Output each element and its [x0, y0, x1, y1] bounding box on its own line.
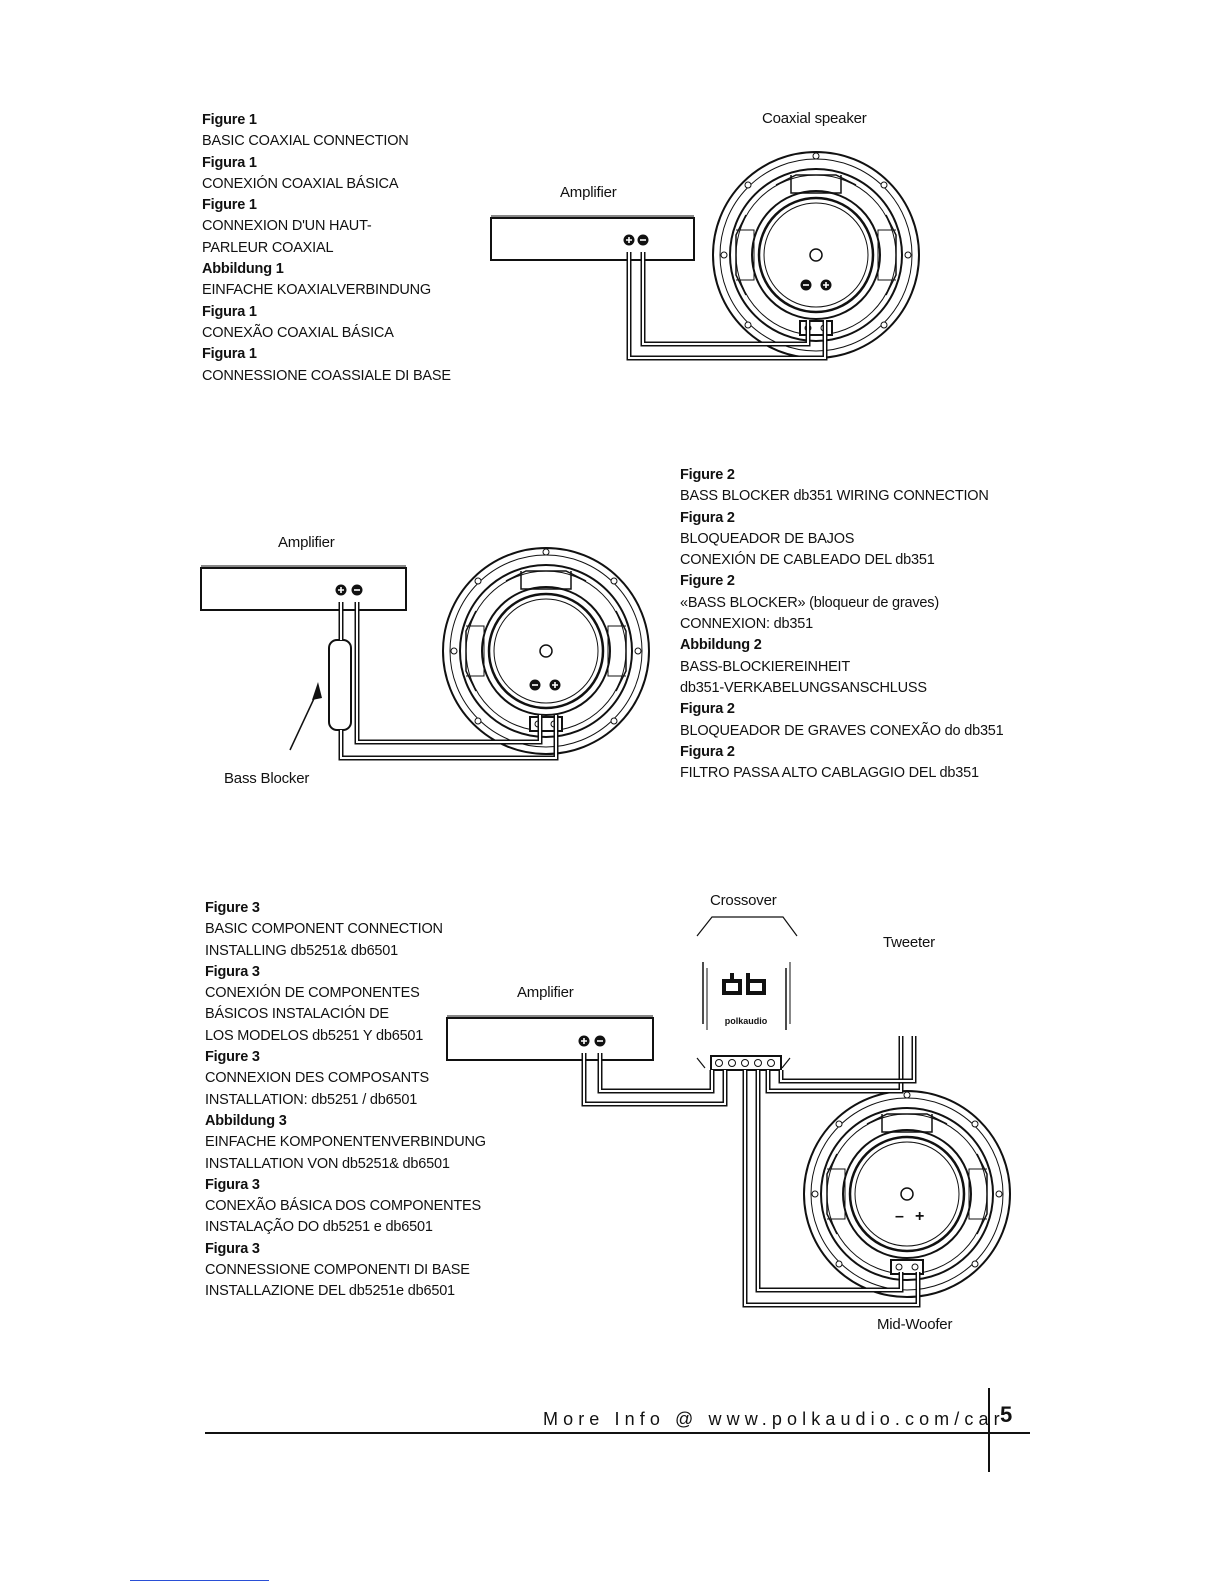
caption-line: CONNEXION: db351 — [680, 616, 813, 633]
caption-line: CONNESSIONE COMPONENTI DI BASE — [205, 1262, 470, 1279]
caption-line: LOS MODELOS db5251 Y db6501 — [205, 1027, 424, 1044]
caption-heading: Figura 3 — [205, 963, 260, 980]
caption-line: INSTALLING db5251& db6501 — [205, 942, 399, 959]
caption-heading: Figure 1 — [202, 197, 257, 214]
caption-line: CONEXÃO COAXIAL BÁSICA — [202, 324, 394, 341]
fig3-amplifier-label: Amplifier — [517, 984, 574, 1001]
caption-line: CONNEXION DES COMPOSANTS — [205, 1070, 430, 1087]
footer-vertical-rule — [988, 1388, 990, 1472]
footer-rule — [205, 1432, 1030, 1434]
caption-heading: Figura 2 — [680, 743, 735, 760]
caption-line: CONNESSIONE COASSIALE DI BASE — [202, 367, 451, 384]
caption-line: BASS-BLOCKIEREINHEIT — [680, 658, 851, 675]
caption-heading: Abbildung 3 — [205, 1112, 287, 1129]
caption-line: BÁSICOS INSTALACIÓN DE — [205, 1006, 389, 1023]
caption-heading: Figure 3 — [205, 900, 260, 916]
fig3-midwoofer-speaker — [802, 1089, 1012, 1299]
fig3-amplifier-box — [446, 1017, 654, 1061]
svg-text:+: + — [915, 1208, 924, 1225]
caption-heading: Figure 3 — [205, 1049, 260, 1066]
caption-line: EINFACHE KOAXIALVERBINDUNG — [202, 282, 432, 299]
fig2-amplifier-box — [200, 567, 407, 611]
svg-text:polkaudio: polkaudio — [725, 1016, 768, 1026]
caption-heading: Abbildung 2 — [680, 637, 762, 654]
footer-url-text: More Info @ www.polkaudio.com/car — [543, 1409, 1005, 1429]
fig1-amplifier-label: Amplifier — [560, 184, 617, 201]
bass-blocker-component — [328, 639, 352, 731]
caption-line: CONEXIÓN COAXIAL BÁSICA — [202, 175, 399, 192]
caption-line: CONNEXION D'UN HAUT- — [202, 218, 372, 235]
caption-line: FILTRO PASSA ALTO CABLAGGIO DEL db351 — [680, 765, 979, 782]
caption-heading: Figura 3 — [205, 1176, 260, 1193]
caption-heading: Figura 3 — [205, 1240, 260, 1257]
caption-line: INSTALLATION VON db5251& db6501 — [205, 1155, 450, 1172]
figure1-diagram — [490, 150, 921, 361]
selection-underline — [130, 1580, 269, 1581]
figure2-captions: Figure 2 BASS BLOCKER db351 WIRING CONNEC… — [680, 465, 1004, 784]
fig1-coaxial-speaker — [711, 150, 921, 360]
caption-line: BLOQUEADOR DE GRAVES CONEXÃO do db351 — [680, 722, 1004, 739]
figure3-captions: Figure 3 BASIC COMPONENT CONNECTION INSTAL… — [205, 898, 486, 1303]
caption-heading: Figura 1 — [202, 346, 257, 363]
caption-heading: Figure 2 — [680, 467, 735, 483]
caption-heading: Figura 1 — [202, 303, 257, 320]
caption-line: INSTALLATION: db5251 / db6501 — [205, 1091, 418, 1108]
figure3-diagram: polkaudio – + — [446, 916, 1012, 1308]
caption-line: «BASS BLOCKER» (bloqueur de graves) — [680, 594, 939, 611]
fig2-bass-blocker-label: Bass Blocker — [224, 770, 310, 787]
caption-heading: Figure 1 — [202, 112, 257, 128]
caption-heading: Figure 2 — [680, 573, 735, 590]
fig3-midwoofer-label: Mid-Woofer — [877, 1316, 953, 1333]
fig2-amplifier-label: Amplifier — [278, 534, 335, 551]
fig3-crossover-label: Crossover — [710, 892, 777, 909]
fig1-speaker-label: Coaxial speaker — [762, 110, 867, 127]
caption-heading: Figura 2 — [680, 509, 735, 526]
figure2-diagram — [200, 546, 651, 761]
svg-text:–: – — [895, 1208, 904, 1225]
caption-line: db351-VERKABELUNGSANSCHLUSS — [680, 679, 927, 696]
fig3-tweeter-label: Tweeter — [883, 934, 935, 951]
fig2-speaker — [441, 546, 651, 756]
caption-line: CONEXIÓN DE COMPONENTES — [205, 985, 420, 1002]
caption-line: INSTALLAZIONE DEL db5251e db6501 — [205, 1283, 455, 1300]
caption-line: BASS BLOCKER db351 WIRING CONNECTION — [680, 488, 989, 505]
figure1-captions: Figure 1 BASIC COAXIAL CONNECTION Figura 1… — [202, 110, 451, 387]
caption-line: BASIC COAXIAL CONNECTION — [202, 133, 409, 150]
caption-line: PARLEUR COAXIAL — [202, 239, 334, 256]
caption-heading: Abbildung 1 — [202, 261, 284, 278]
polkaudio-logo — [722, 973, 766, 995]
caption-line: EINFACHE KOMPONENTENVERBINDUNG — [205, 1134, 486, 1151]
caption-line: INSTALAÇÃO DO db5251 e db6501 — [205, 1219, 433, 1236]
caption-line: CONEXÃO BÁSICA DOS COMPONENTES — [205, 1198, 481, 1215]
page-number: 5 — [1000, 1402, 1013, 1427]
caption-line: CONEXIÓN DE CABLEADO DEL db351 — [680, 552, 935, 569]
caption-line: BLOQUEADOR DE BAJOS — [680, 530, 855, 547]
caption-line: BASIC COMPONENT CONNECTION — [205, 921, 443, 938]
caption-heading: Figura 2 — [680, 701, 735, 718]
fig1-amplifier-box — [490, 217, 695, 261]
caption-heading: Figura 1 — [202, 154, 257, 171]
